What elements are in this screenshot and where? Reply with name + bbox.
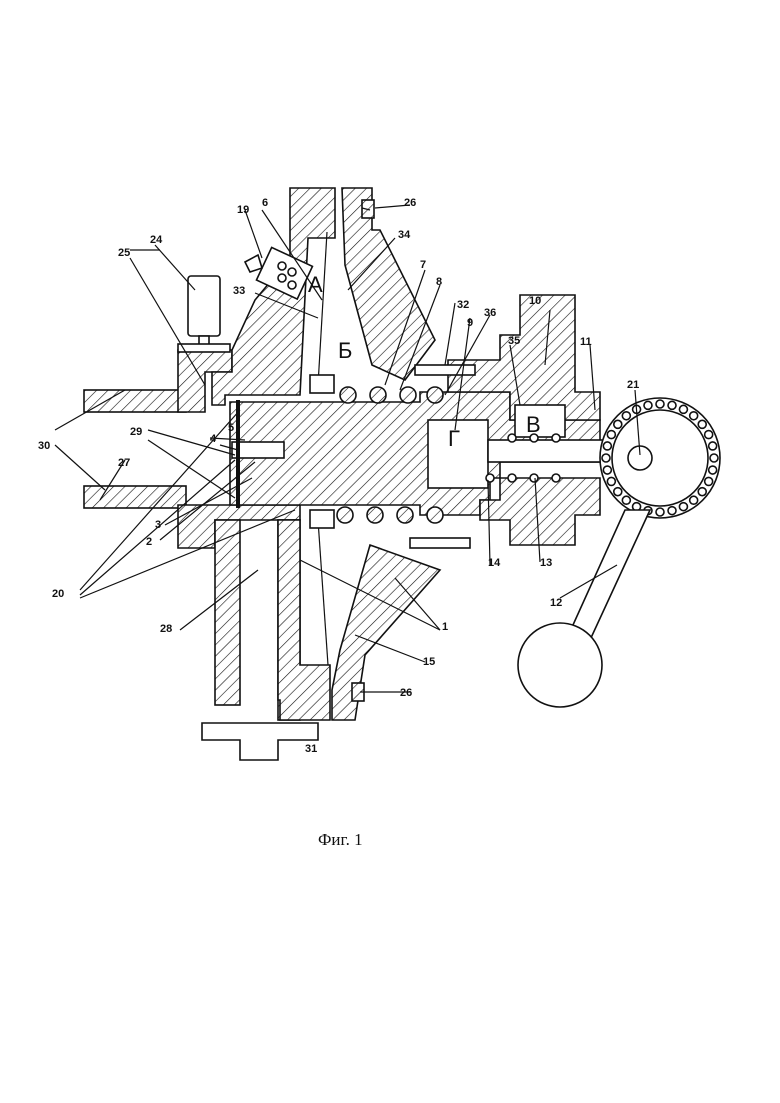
- label-13: 13: [540, 557, 552, 569]
- left-flange-upper: [84, 390, 186, 412]
- label-34: 34: [398, 229, 411, 241]
- bearing-ball: [690, 412, 698, 420]
- figure-caption: Фиг. 1: [318, 830, 363, 850]
- label-19: 19: [237, 204, 249, 216]
- bearing-ball: [607, 431, 615, 439]
- bearing-ring-21-inner: [612, 410, 708, 506]
- outlet-31: [202, 723, 318, 760]
- label-12: 12: [550, 597, 562, 609]
- bearing-ball: [603, 466, 611, 474]
- bearing-ball: [607, 477, 615, 485]
- zone-b: Б: [338, 338, 352, 363]
- right-housing-34: [342, 188, 435, 380]
- label-27: 27: [118, 457, 130, 469]
- label-30: 30: [38, 440, 50, 452]
- bearing-ball: [668, 401, 676, 409]
- label-9: 9: [467, 317, 473, 329]
- nozzle-19-cap: [245, 255, 262, 272]
- lever-12-weight: [518, 623, 602, 707]
- valve-24-base: [178, 344, 230, 352]
- label-8: 8: [436, 276, 442, 288]
- valve-24-body: [188, 276, 220, 336]
- label-14: 14: [488, 557, 501, 569]
- lower-housing-right: [278, 520, 330, 720]
- label-1: 1: [442, 621, 448, 633]
- zone-v: В: [526, 412, 541, 437]
- label-3: 3: [155, 519, 161, 531]
- label-33: 33: [233, 285, 245, 297]
- rod-6: [318, 232, 327, 385]
- label-25: 25: [118, 247, 130, 259]
- label-20: 20: [52, 588, 64, 600]
- bearing-ball: [690, 496, 698, 504]
- zone-g: Г: [448, 426, 460, 451]
- label-26-top: 26: [404, 197, 416, 209]
- label-36: 36: [484, 307, 496, 319]
- label-7: 7: [420, 259, 426, 271]
- label-32: 32: [457, 299, 469, 311]
- rod-15: [318, 520, 328, 665]
- label-21: 21: [627, 379, 639, 391]
- bearing-ball: [698, 420, 706, 428]
- zone-a: А: [308, 272, 323, 297]
- label-2: 2: [146, 536, 152, 548]
- bearing-ball: [656, 508, 664, 516]
- bearing-ball: [614, 488, 622, 496]
- label-29: 29: [130, 426, 142, 438]
- rod-6-clamp: [310, 375, 334, 393]
- label-35: 35: [508, 335, 520, 347]
- label-6: 6: [262, 197, 268, 209]
- bearing-ball: [656, 400, 664, 408]
- bearing-ball: [602, 454, 610, 462]
- channel-28-wall-left: [215, 520, 240, 705]
- bracket-32-bottom: [410, 538, 470, 548]
- bearing-ball: [614, 420, 622, 428]
- sleeve-lower: [480, 478, 600, 545]
- bearing-ball: [603, 442, 611, 450]
- lever-12: [568, 510, 650, 640]
- left-flange-lower: [84, 486, 186, 508]
- bearing-ball: [668, 507, 676, 515]
- right-housing-1-lower: [332, 545, 440, 720]
- label-10: 10: [529, 295, 541, 307]
- label-28: 28: [160, 623, 172, 635]
- bearing-ball: [709, 466, 717, 474]
- bearing-ball: [679, 405, 687, 413]
- bearing-ball: [709, 442, 717, 450]
- label-4: 4: [210, 433, 217, 445]
- label-26-bottom: 26: [400, 687, 412, 699]
- rod-15-clamp: [310, 510, 334, 528]
- bearing-ball: [710, 454, 718, 462]
- label-15: 15: [423, 656, 435, 668]
- bearing-ball: [698, 488, 706, 496]
- bearing-ball: [622, 496, 630, 504]
- bracket-32-top: [415, 365, 475, 375]
- bearing-ball: [622, 412, 630, 420]
- bearing-ball: [679, 503, 687, 511]
- bearing-ball: [705, 431, 713, 439]
- label-5: 5: [228, 422, 234, 434]
- label-11: 11: [580, 336, 592, 348]
- bearing-ball: [705, 477, 713, 485]
- label-31: 31: [305, 743, 317, 755]
- label-24: 24: [150, 234, 163, 246]
- bearing-ball: [644, 401, 652, 409]
